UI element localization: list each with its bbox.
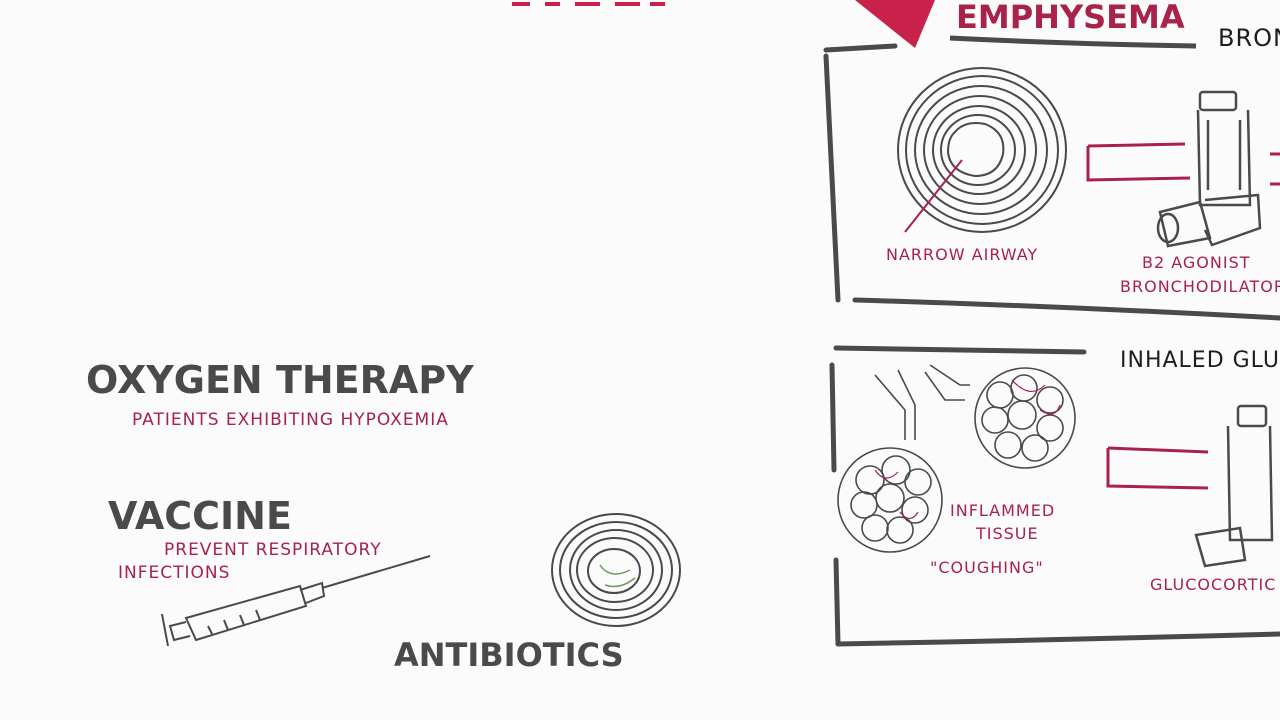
vaccine-note-line2: INFECTIONS (118, 563, 231, 583)
emphysema-label: EMPHYSEMA (956, 0, 1185, 36)
vaccine-title: VACCINE (108, 494, 292, 538)
emphysema-underline (949, 35, 1197, 49)
alveoli-icon (837, 364, 1076, 553)
narrow-airway-pointer (904, 159, 963, 233)
agonist-label-line2: BRONCHODILATOR (1120, 277, 1280, 296)
narrow-airway-label: NARROW AIRWAY (886, 245, 1039, 264)
red-arrow-bar-top (1086, 142, 1191, 182)
inflamed-label-line1: INFLAMMED (950, 501, 1056, 520)
inhaler-icon-bottom (1194, 404, 1274, 568)
top-panel-frame (823, 43, 1280, 321)
coughing-label: "COUGHING" (930, 558, 1044, 577)
antibiotics-title: ANTIBIOTICS (394, 636, 624, 674)
syringe-icon (161, 555, 431, 647)
oxygen-therapy-note: PATIENTS EXHIBITING HYPOXEMIA (132, 410, 449, 430)
red-arrow-bar-bottom (1106, 446, 1209, 490)
oxygen-therapy-title: OXYGEN THERAPY (86, 358, 474, 402)
glucocorticoid-label-partial: GLUCOCORTIC (1150, 575, 1277, 594)
red-arrow-icon (855, 0, 935, 48)
airway-cross-section-icon (897, 67, 1067, 233)
inflamed-label-line2: TISSUE (976, 524, 1039, 543)
agonist-label-line1: B2 AGONIST (1142, 253, 1251, 272)
top-header-partial: BRON (1218, 24, 1280, 52)
inflammation-marks (874, 379, 1061, 520)
bacteria-marks (599, 564, 636, 588)
bottom-panel-frame (829, 345, 1280, 647)
inhaler-icon (1156, 90, 1262, 248)
red-arrow-bar-top-right (1270, 152, 1280, 186)
bottom-header-partial: INHALED GLUC (1120, 348, 1280, 373)
antibiotics-cross-section-icon (551, 513, 681, 627)
vaccine-note-line1: PREVENT RESPIRATORY (164, 540, 382, 560)
